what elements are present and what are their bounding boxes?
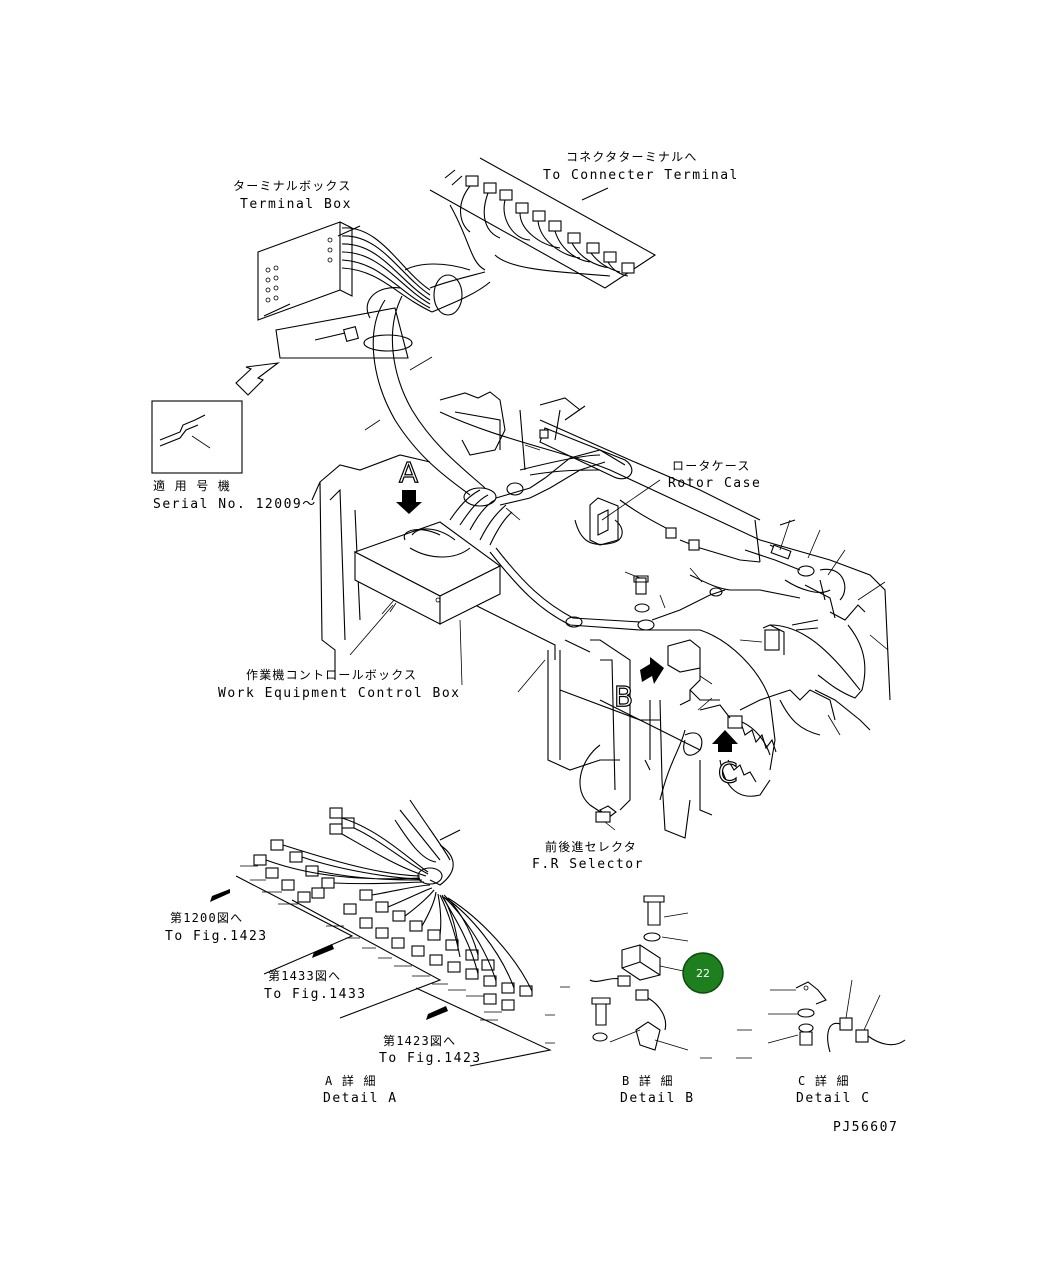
- detail-c-label-en: Detail C: [796, 1091, 871, 1106]
- detail-a-fig1423-bracket: [415, 987, 552, 1067]
- view-letter-c: C: [718, 756, 738, 789]
- rotor-case-label-en: Rotor Case: [668, 476, 761, 491]
- control-box-label-en: Work Equipment Control Box: [218, 686, 461, 701]
- main-harness-trunk: [363, 287, 486, 496]
- work-equipment-control-box: [353, 449, 626, 625]
- view-letter-b: B: [614, 680, 633, 713]
- selector-region: [579, 639, 771, 831]
- serial-label-en: Serial No. 12009～: [153, 497, 317, 512]
- mid-harness: [489, 444, 776, 771]
- view-arrow-a: [396, 490, 422, 514]
- detail-c-label-jp: C 詳 細: [798, 1073, 850, 1088]
- callout-number: 22: [696, 967, 710, 980]
- connector-terminal-label-jp: コネクタターミナルへ: [566, 150, 698, 164]
- detail-a-fig1433-bracket: [291, 899, 442, 1019]
- terminal-box-bracket: [275, 307, 409, 359]
- detail-a-label-jp: A 詳 細: [325, 1073, 377, 1088]
- connector-terminal-group: [429, 157, 657, 289]
- detail-b-parts: [545, 895, 752, 1059]
- fig1423-label-jp: 第1423図へ: [383, 1034, 456, 1048]
- fig1433-label-jp: 第1433図へ: [268, 969, 341, 983]
- detail-b-label-jp: B 詳 細: [622, 1073, 674, 1088]
- control-box-label-jp: 作業機コントロールボックス: [246, 667, 417, 682]
- fig1200-label-en: To Fig.1423: [165, 929, 268, 944]
- view-arrow-b: [640, 657, 664, 684]
- arrow-to-fig1423: [426, 1006, 448, 1020]
- callout-badge-22[interactable]: [682, 952, 724, 994]
- connector-terminal-label-en: To Connecter Terminal: [543, 168, 739, 183]
- arrow-to-fig1200: [210, 889, 230, 902]
- detail-a-harness: [240, 799, 533, 1021]
- view-arrow-c: [712, 730, 738, 752]
- fr-selector-label-en: F.R Selector: [532, 857, 644, 872]
- terminal-box-label-jp: ターミナルボックス: [233, 179, 351, 193]
- fig1433-label-en: To Fig.1433: [264, 987, 367, 1002]
- view-arrow-serial: [235, 362, 280, 396]
- terminal-box-label-en: Terminal Box: [240, 197, 352, 212]
- rotor-case-assembly: [519, 405, 889, 736]
- serial-variant-detail-box: [151, 400, 243, 474]
- arrow-to-fig1433: [312, 944, 334, 958]
- terminal-box: [257, 221, 491, 321]
- detail-a-fig1200-bracket: [235, 875, 354, 975]
- view-letter-a: A: [399, 456, 418, 489]
- fr-selector-label-jp: 前後進セレクタ: [545, 839, 637, 854]
- drawing-number: PJ56607: [833, 1120, 898, 1135]
- detail-c-parts: [767, 979, 906, 1053]
- fig1423-label-en: To Fig.1423: [379, 1051, 482, 1066]
- detail-b-label-en: Detail B: [620, 1091, 695, 1106]
- rotor-case-label-jp: ロータケース: [672, 459, 751, 473]
- detail-a-label-en: Detail A: [323, 1091, 398, 1106]
- fig1200-label-jp: 第1200図へ: [170, 911, 243, 925]
- serial-label-jp: 適 用 号 機: [153, 478, 231, 493]
